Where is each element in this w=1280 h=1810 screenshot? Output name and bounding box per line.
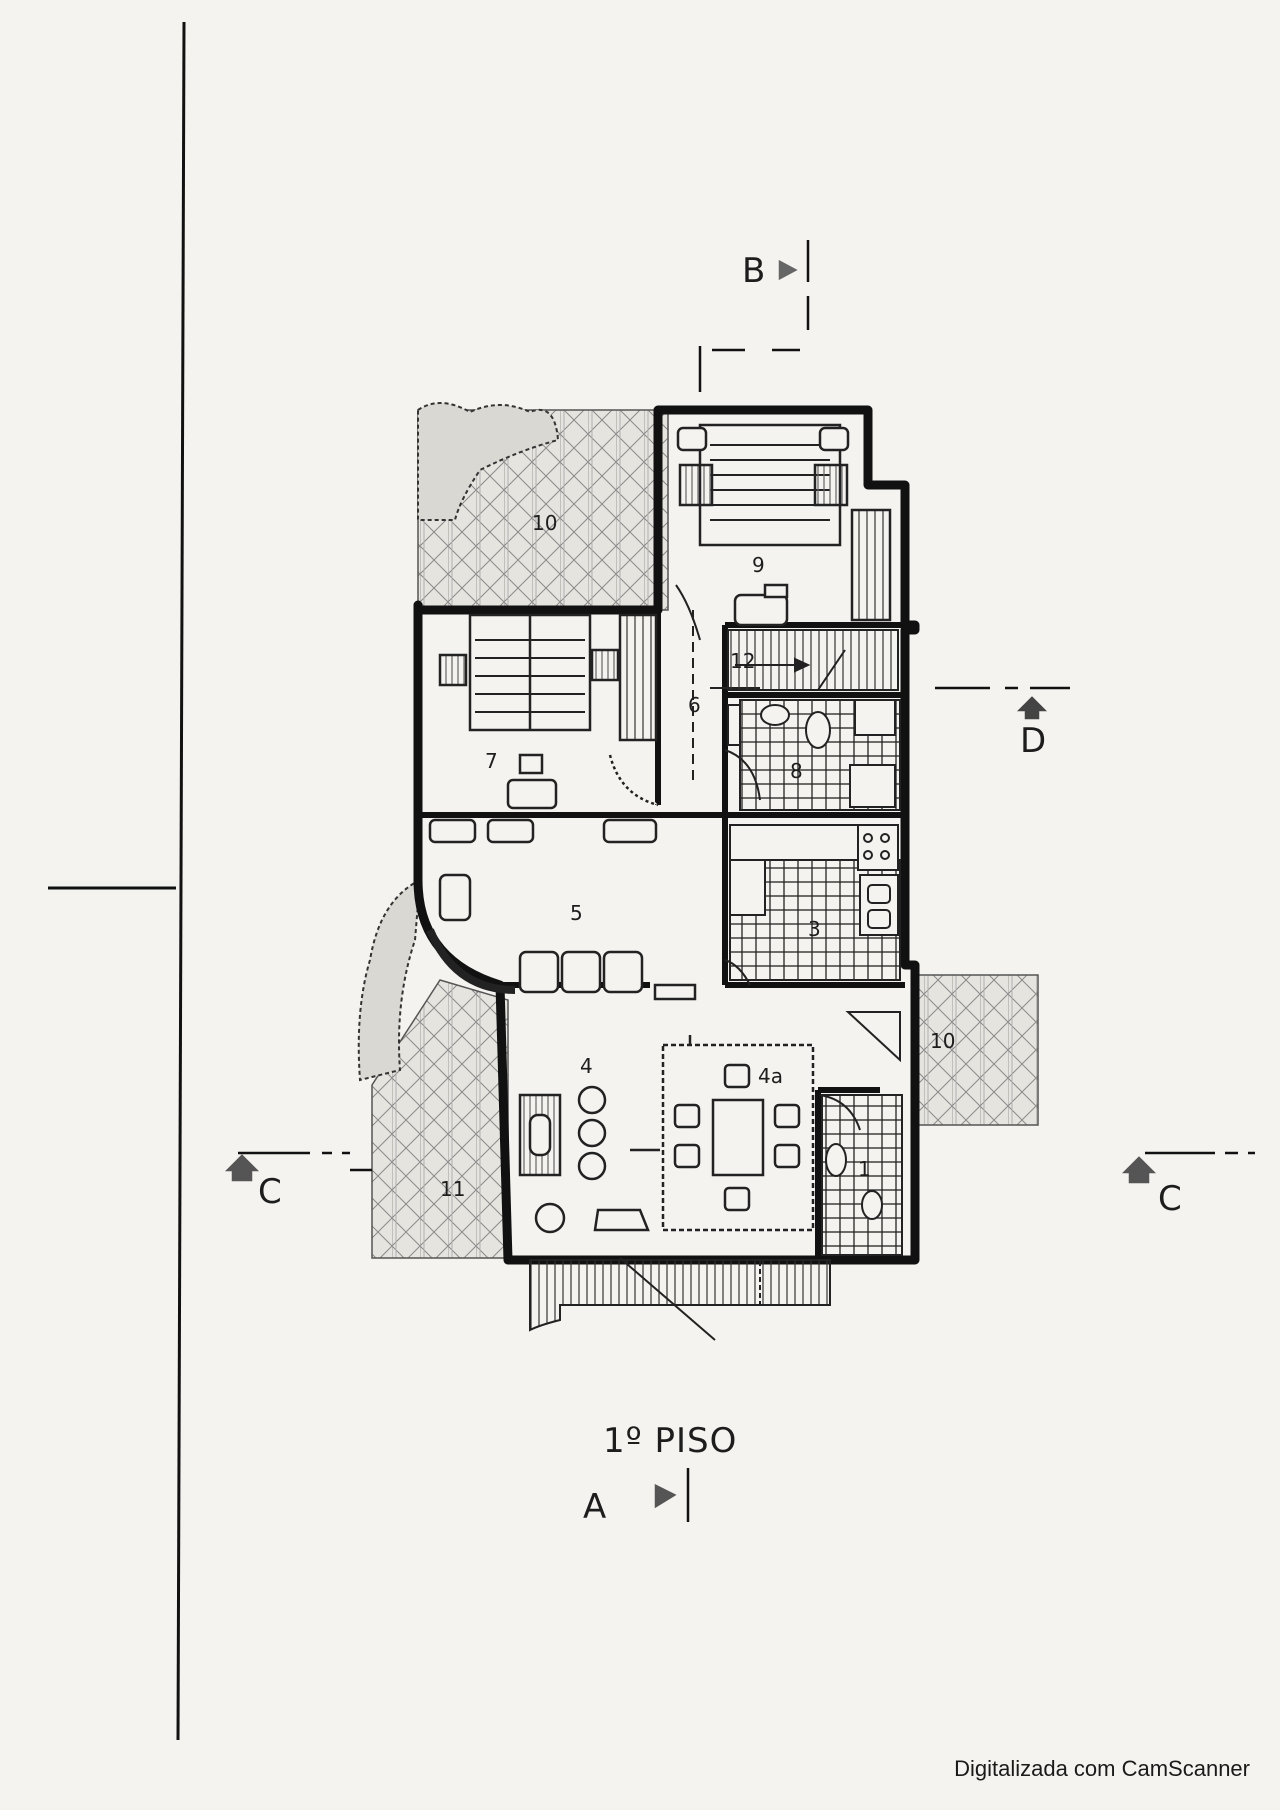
room-label-3: 3 xyxy=(808,917,821,941)
room-label-10-top: 10 xyxy=(532,511,557,535)
floor-title: 1º PISO xyxy=(603,1421,737,1461)
room-label-12: 12 xyxy=(730,649,755,673)
stair-12 xyxy=(727,629,899,691)
entrance-stairs xyxy=(529,1257,831,1341)
room-label-9: 9 xyxy=(752,553,765,577)
living-5-furniture xyxy=(426,818,697,1001)
section-label-b: B xyxy=(742,251,765,291)
bathroom-8 xyxy=(727,699,901,811)
bedroom-9-furniture xyxy=(676,423,892,627)
bedroom-7-furniture xyxy=(438,613,659,810)
section-label-a: A xyxy=(583,1487,606,1527)
room-label-4a: 4a xyxy=(758,1064,783,1088)
section-label-d: D xyxy=(1020,721,1046,761)
section-label-c-right: C xyxy=(1158,1179,1182,1219)
section-marker-a xyxy=(654,1468,690,1522)
room-label-6: 6 xyxy=(688,693,701,717)
room-label-8: 8 xyxy=(790,759,803,783)
section-marker-b xyxy=(698,240,810,392)
scanner-footer-note: Digitalizada com CamScanner xyxy=(954,1756,1250,1781)
room-label-11: 11 xyxy=(440,1177,465,1201)
room-label-1: 1 xyxy=(858,1157,871,1181)
section-marker-c-right xyxy=(1121,1151,1255,1184)
section-marker-d xyxy=(935,686,1070,720)
sheet-border-line xyxy=(176,21,186,1741)
section-marker-c-left xyxy=(224,1151,372,1182)
interior-walls xyxy=(418,610,905,1260)
room-label-4: 4 xyxy=(580,1054,593,1078)
terrace-10-right xyxy=(917,974,1039,1126)
room-label-5: 5 xyxy=(570,901,583,925)
planting-top-left xyxy=(417,402,560,521)
dining-4a-table xyxy=(661,1043,815,1232)
lounge-4-furniture xyxy=(518,1035,692,1234)
room-label-7: 7 xyxy=(485,749,498,773)
wc-1 xyxy=(819,1011,903,1256)
section-label-c-left: C xyxy=(258,1172,282,1212)
room-label-10-right: 10 xyxy=(930,1029,955,1053)
planting-left xyxy=(357,878,422,1082)
kitchen-3 xyxy=(724,824,901,986)
